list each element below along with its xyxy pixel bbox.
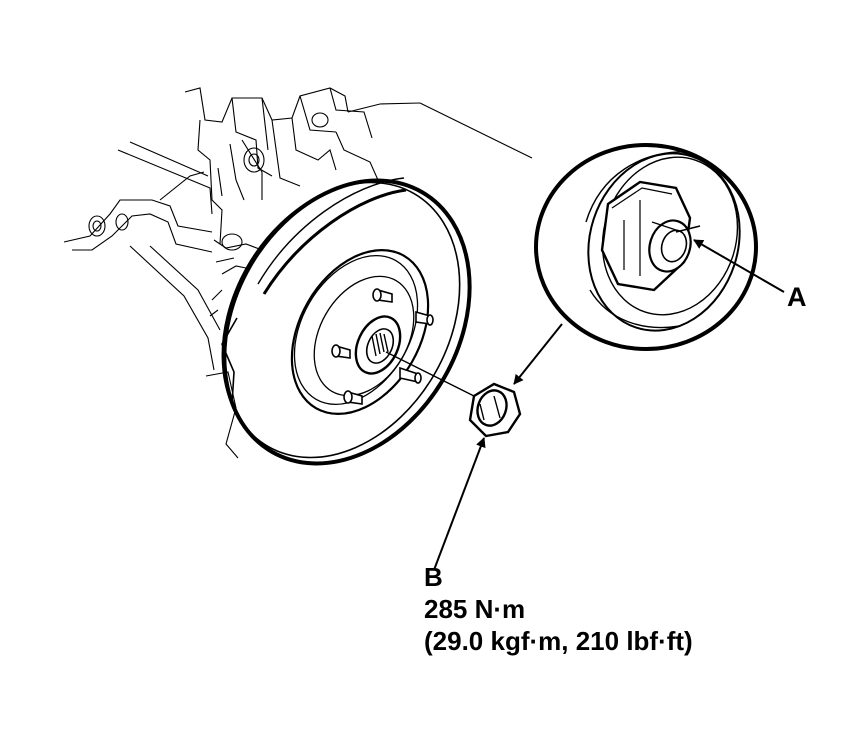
leader-lines xyxy=(433,239,785,571)
torque-metric: 285 N·m xyxy=(424,594,526,624)
callout-b-label: B xyxy=(424,562,443,592)
arrow-a xyxy=(693,239,785,293)
torque-other-units: (29.0 kgf·m, 210 lbf·ft) xyxy=(424,626,693,656)
arrow-b xyxy=(433,437,486,571)
brake-disc-rotor xyxy=(221,177,472,466)
hub-spindle xyxy=(354,315,475,397)
wheel-studs xyxy=(331,288,434,405)
arrow-detail xyxy=(513,323,563,385)
detail-view-circle xyxy=(534,143,758,351)
callout-b-spec: B 285 N·m (29.0 kgf·m, 210 lbf·ft) xyxy=(424,561,693,657)
callout-a-label: A xyxy=(787,282,807,312)
suspension-linework xyxy=(63,87,533,459)
hub-nut xyxy=(468,382,522,438)
